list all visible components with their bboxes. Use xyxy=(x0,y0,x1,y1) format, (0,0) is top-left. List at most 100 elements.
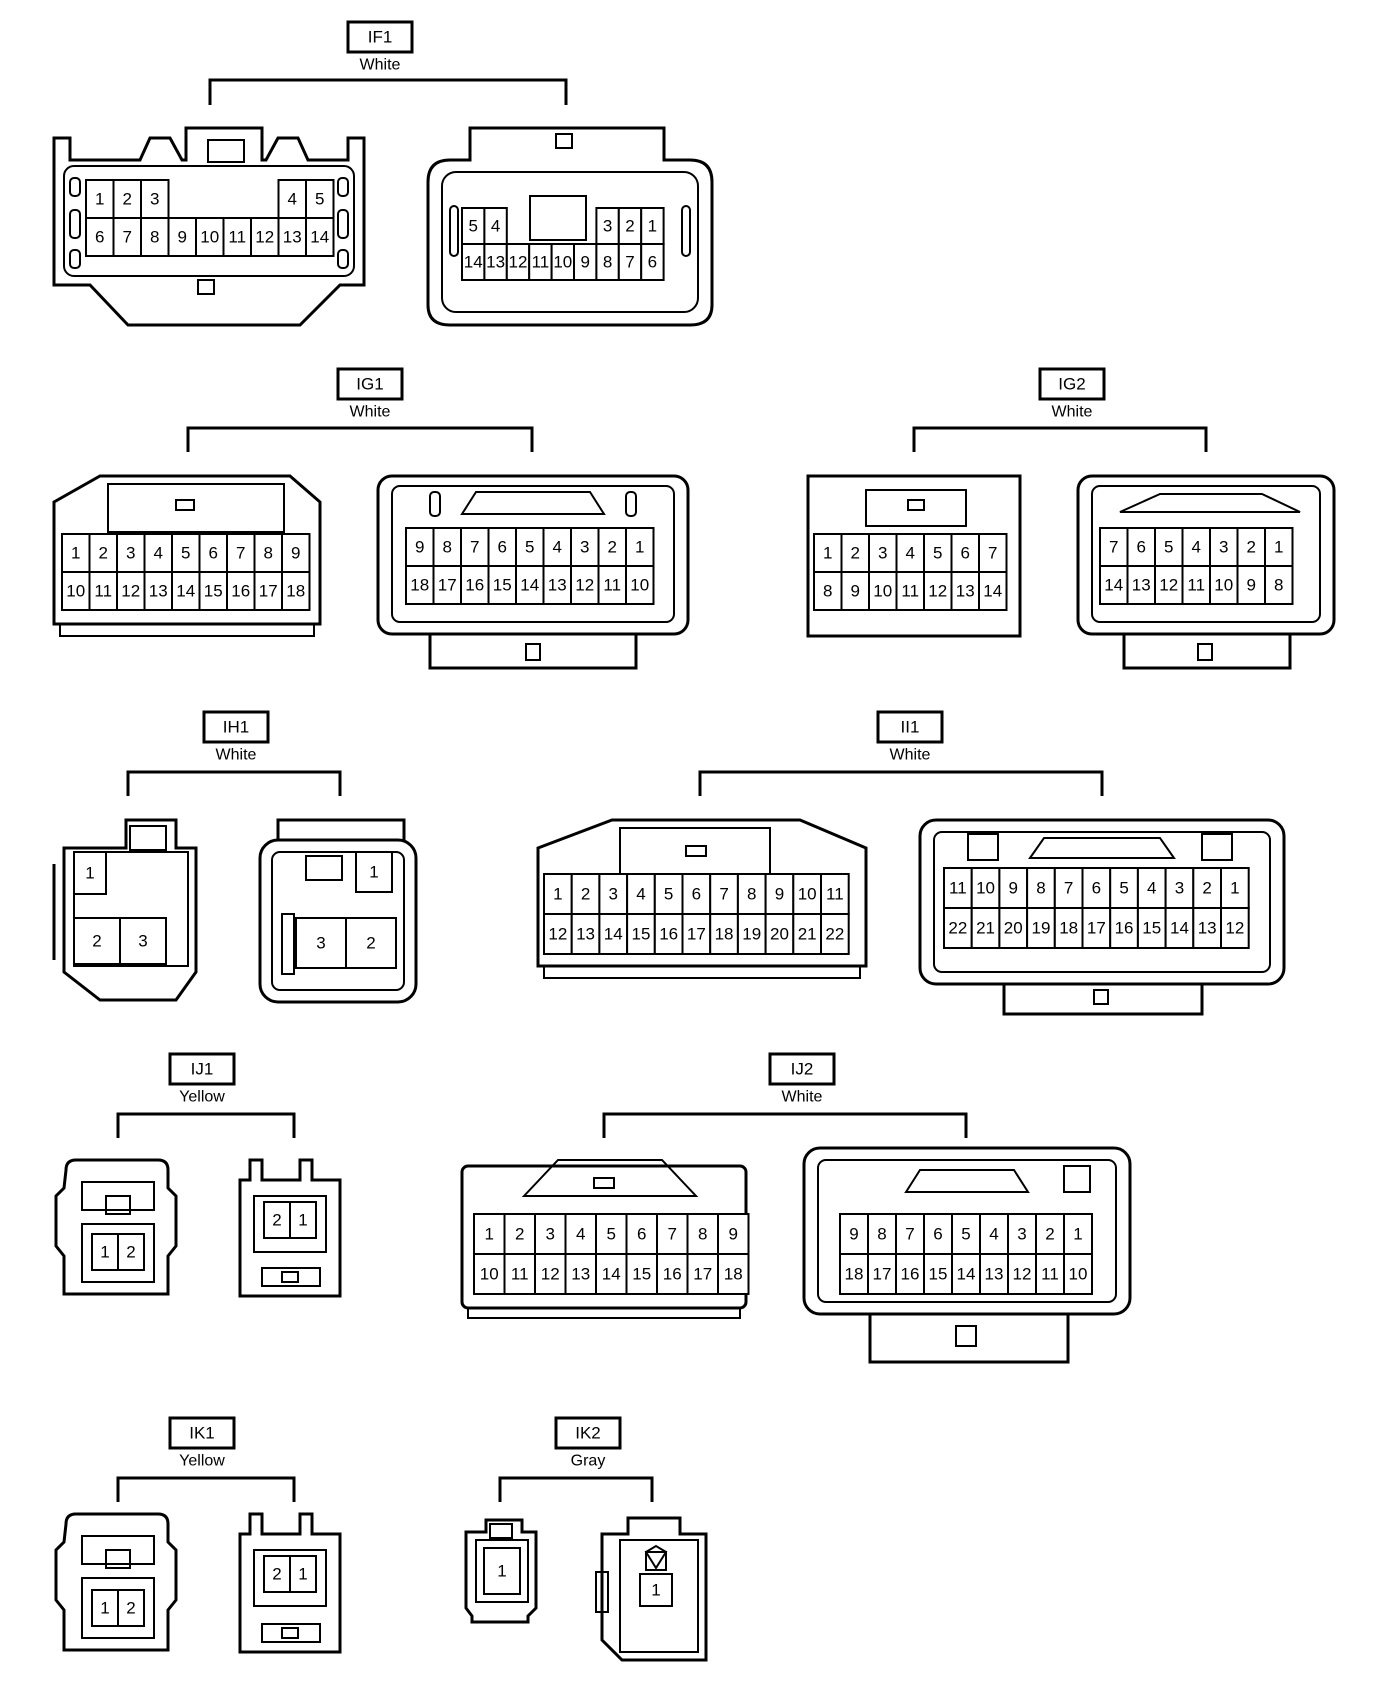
pin-cavity xyxy=(85,217,115,257)
pin-number: 13 xyxy=(548,576,567,595)
pin-number: 15 xyxy=(632,1265,651,1284)
pin-number: 3 xyxy=(138,932,147,951)
pin-cavity xyxy=(626,913,656,955)
pin-number: 17 xyxy=(438,576,457,595)
pin-cavity xyxy=(564,1253,597,1295)
pin-number: 14 xyxy=(1170,919,1189,938)
pin-number: 11 xyxy=(949,879,967,898)
pin-number: 11 xyxy=(94,582,112,601)
connector-id-box xyxy=(876,710,944,744)
pin-cavity xyxy=(73,851,107,895)
connector-bracket xyxy=(698,770,1104,796)
connector-id: IK1 xyxy=(189,1424,215,1443)
pin-number: 9 xyxy=(580,253,589,272)
pin-number: 10 xyxy=(553,253,572,272)
pin-number: 6 xyxy=(1137,538,1146,557)
pin-number: 13 xyxy=(486,253,505,272)
pin-number: 2 xyxy=(1045,1225,1054,1244)
pin-cavity xyxy=(432,527,462,567)
pin-cavity xyxy=(867,1253,897,1295)
connector-bracket xyxy=(208,78,568,105)
pin-number: 7 xyxy=(668,1225,677,1244)
connector-bracket xyxy=(186,426,534,452)
connector-bracket xyxy=(498,1476,654,1502)
pin-cavity xyxy=(226,533,256,573)
pin-cavity xyxy=(653,913,684,955)
pin-number: 16 xyxy=(663,1265,682,1284)
connector-color: White xyxy=(350,404,391,421)
connector-housing-left xyxy=(464,1518,538,1624)
pin-number: 22 xyxy=(825,925,844,944)
pin-cavity xyxy=(1007,1253,1037,1295)
pin-cavity xyxy=(950,533,980,573)
pin-cavity xyxy=(656,1253,689,1295)
pin-number: 16 xyxy=(231,582,250,601)
pin-cavity xyxy=(473,1253,506,1295)
pin-number: 9 xyxy=(291,544,300,563)
pin-number: 5 xyxy=(1119,879,1128,898)
pin-number: 10 xyxy=(480,1265,499,1284)
pin-number: 7 xyxy=(988,544,997,563)
connector-id: IG1 xyxy=(356,375,383,394)
pin-number: 12 xyxy=(121,582,140,601)
pin-number: 19 xyxy=(742,925,761,944)
pin-number: 1 xyxy=(100,1599,109,1618)
pin-number: 14 xyxy=(176,582,195,601)
connector-IK2: IK2 Gray 1 1 xyxy=(464,1416,708,1662)
pin-number: 1 xyxy=(553,885,562,904)
pin-number: 6 xyxy=(1092,879,1101,898)
pin-number: 8 xyxy=(698,1225,707,1244)
pin-number: 12 xyxy=(548,925,567,944)
pin-cavity xyxy=(595,1253,628,1295)
pin-number: 12 xyxy=(575,576,594,595)
pin-number: 11 xyxy=(1187,576,1205,595)
pin-cavity xyxy=(460,527,490,567)
pin-number: 2 xyxy=(851,544,860,563)
pin-cavity xyxy=(686,1253,719,1295)
pin-number: 20 xyxy=(1004,919,1023,938)
pin-number: 3 xyxy=(546,1225,555,1244)
pin-number: 7 xyxy=(1064,879,1073,898)
pin-number: 11 xyxy=(511,1265,529,1284)
pin-number: 14 xyxy=(604,925,623,944)
pin-cavity xyxy=(253,533,283,573)
pin-number: 6 xyxy=(961,544,970,563)
connector-housing-left xyxy=(52,474,322,637)
pin-cavity xyxy=(570,565,600,605)
pin-cavity xyxy=(625,1253,658,1295)
pin-number: 8 xyxy=(1274,576,1283,595)
pin-cavity xyxy=(91,1589,119,1627)
connector-id: IJ1 xyxy=(191,1060,214,1079)
pin-number: 4 xyxy=(491,217,500,236)
pin-cavity xyxy=(289,1201,317,1239)
pin-number: 8 xyxy=(603,253,612,272)
pin-number: 14 xyxy=(957,1265,976,1284)
connector-id: IH1 xyxy=(223,718,249,737)
pin-cavity xyxy=(1264,565,1294,605)
pin-number: 6 xyxy=(692,885,701,904)
pin-number: 8 xyxy=(443,538,452,557)
connector-housing-left xyxy=(460,1159,748,1319)
pin-number: 6 xyxy=(95,228,104,247)
pin-cavity xyxy=(281,533,311,573)
pin-number: 8 xyxy=(747,885,756,904)
connector-id-box xyxy=(168,1416,236,1450)
pin-number: 2 xyxy=(92,932,101,951)
pin-number: 17 xyxy=(873,1265,892,1284)
pin-cavity xyxy=(625,1213,658,1255)
pin-number: 3 xyxy=(1017,1225,1026,1244)
pin-number: 13 xyxy=(149,582,168,601)
pin-number: 16 xyxy=(1115,919,1134,938)
pin-number: 10 xyxy=(798,885,817,904)
pin-cavity xyxy=(112,217,142,257)
pin-number: 2 xyxy=(272,1211,281,1230)
pin-cavity xyxy=(355,851,393,893)
